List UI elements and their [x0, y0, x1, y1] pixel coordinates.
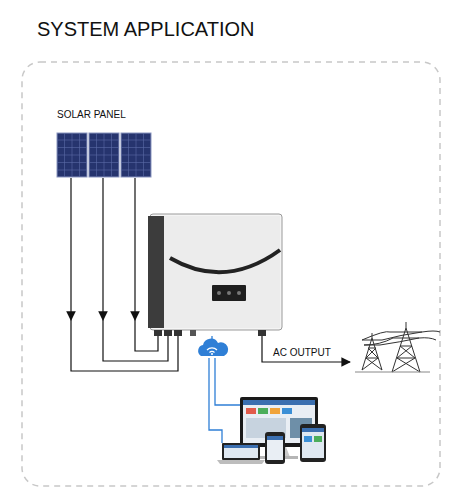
diagram-title: SYSTEM APPLICATION — [37, 18, 254, 41]
solar-panels — [57, 133, 151, 177]
title-holder: SYSTEM APPLICATION — [37, 18, 254, 41]
solar-panel-group: SOLAR PANEL — [57, 109, 126, 120]
cloud-icon — [198, 339, 228, 356]
dc-wires — [71, 178, 178, 371]
power-pylons — [355, 322, 440, 372]
output-label: AC OUTPUT — [272, 347, 332, 358]
ac-wire — [262, 336, 350, 362]
devices — [217, 397, 326, 464]
data-link — [209, 336, 240, 443]
inverter — [148, 214, 282, 336]
node-heading: SOLAR PANEL — [57, 109, 126, 120]
label-holder: AC OUTPUT — [272, 347, 332, 358]
dashed-frame — [22, 62, 440, 486]
